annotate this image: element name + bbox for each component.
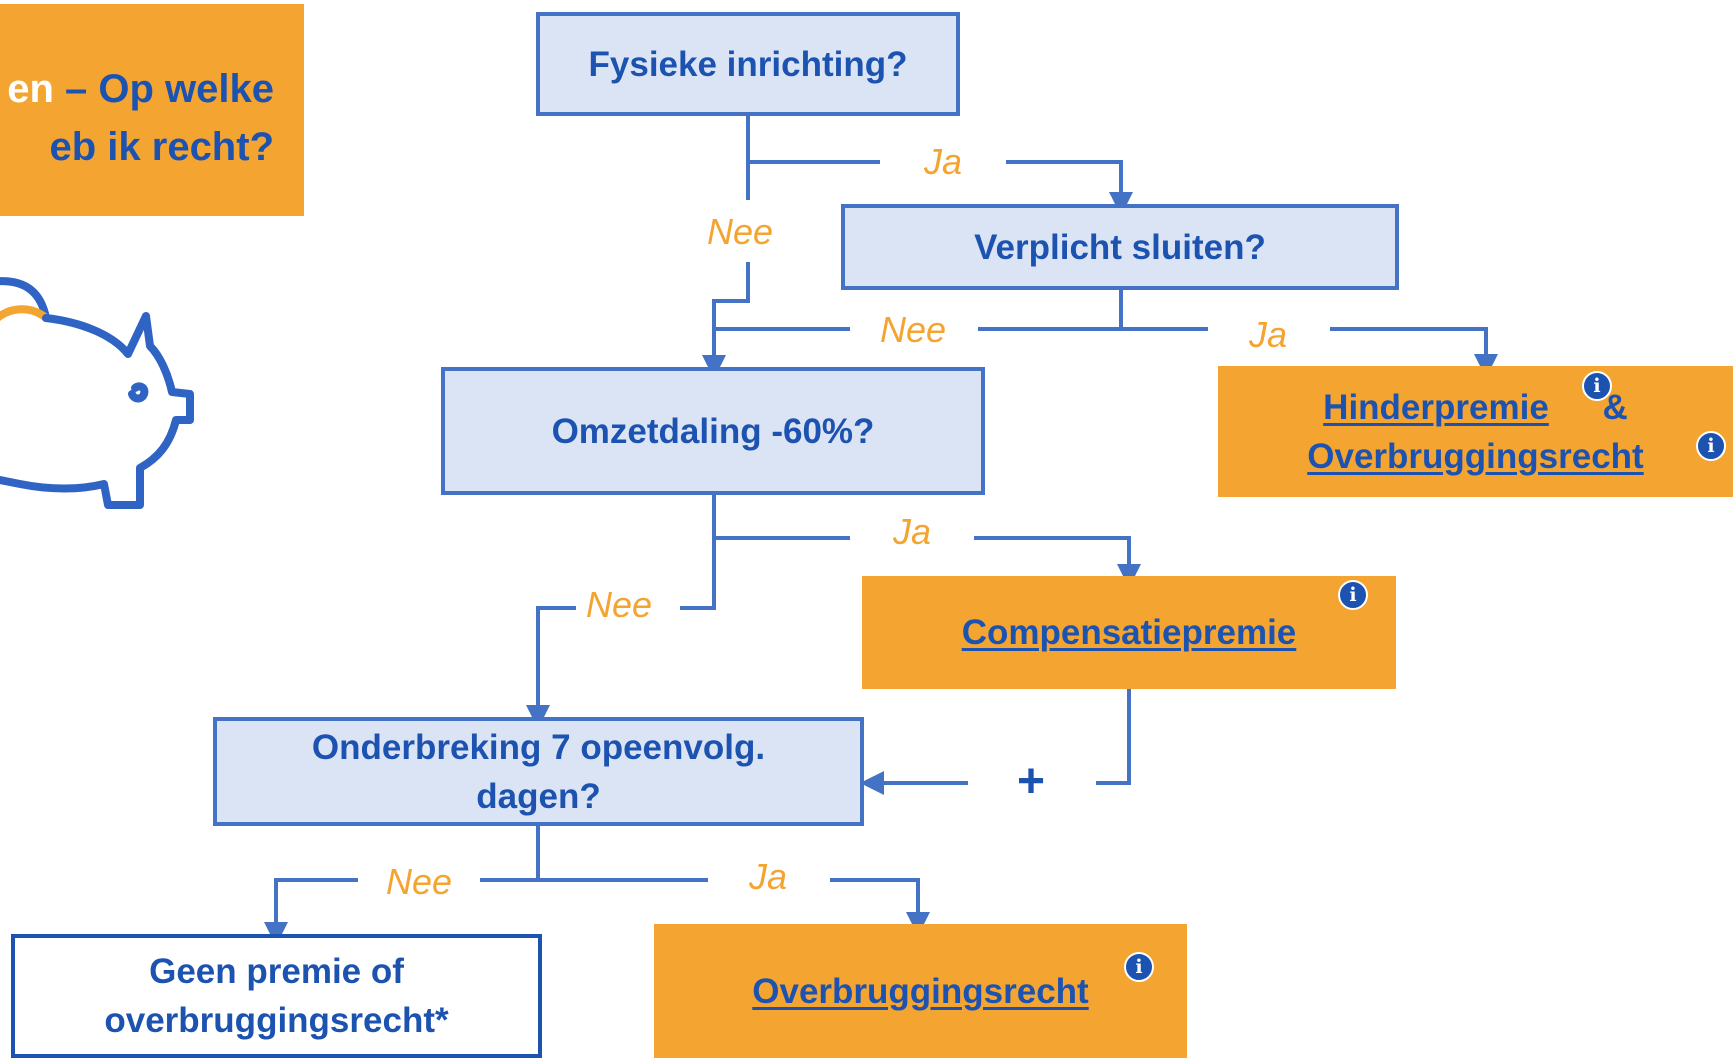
node-hinderpremie: Hinderpremie & Overbruggingsrecht bbox=[1218, 366, 1733, 497]
label-nee-omzet: Nee bbox=[585, 584, 653, 625]
edge-fysieke-nee bbox=[702, 262, 750, 379]
label-nee-fysieke: Nee bbox=[706, 211, 774, 252]
edge-onder-nee-arrow bbox=[264, 878, 358, 946]
node-overbruggingsrecht: Overbruggingsrecht bbox=[654, 924, 1187, 1058]
info-icon[interactable]: i bbox=[1582, 371, 1612, 401]
node-onderbreking-label-2: dagen? bbox=[476, 776, 601, 816]
node-geen-premie: Geen premie of overbruggingsrecht* bbox=[11, 934, 542, 1058]
edge-compensatie-plus bbox=[1096, 689, 1131, 785]
node-compensatiepremie: Compensatiepremie bbox=[862, 576, 1396, 689]
piggy-bank-icon bbox=[0, 277, 194, 509]
edge-omzet-nee bbox=[680, 538, 716, 610]
node-geen-premie-label-2: overbruggingsrecht* bbox=[104, 1001, 449, 1040]
compensatiepremie-link[interactable]: Compensatiepremie bbox=[961, 613, 1297, 652]
label-ja-verplicht: Ja bbox=[1248, 314, 1288, 355]
title-line-1: en – Op welke bbox=[7, 60, 274, 118]
node-geen-premie-label-1: Geen premie of bbox=[149, 952, 404, 991]
node-onderbreking: Onderbreking 7 opeenvolg. dagen? bbox=[213, 717, 864, 826]
edge-verplicht-nee bbox=[978, 290, 1123, 331]
label-nee-onderbreking: Nee bbox=[385, 861, 453, 902]
edge-verplicht-ja-arrow bbox=[1330, 327, 1498, 378]
label-nee-verplicht: Nee bbox=[879, 309, 947, 350]
title-line-2: eb ik recht? bbox=[49, 125, 274, 169]
info-icon[interactable]: i bbox=[1696, 431, 1726, 461]
edge-omzet-ja-arrow bbox=[974, 536, 1141, 588]
edge-omzet-ja bbox=[712, 495, 850, 540]
edge-fysieke-ja bbox=[746, 116, 880, 164]
edge-onder-ja bbox=[536, 826, 708, 882]
node-fysieke-inrichting-label: Fysieke inrichting? bbox=[588, 44, 908, 84]
hinderpremie-link[interactable]: Hinderpremie bbox=[1323, 387, 1549, 427]
overbruggingsrecht-link-2[interactable]: Overbruggingsrecht bbox=[752, 971, 1089, 1011]
label-ja-omzet: Ja bbox=[892, 511, 932, 552]
label-ja-fysieke: Ja bbox=[923, 141, 963, 182]
edge-onder-ja-arrow bbox=[830, 878, 930, 936]
node-fysieke-inrichting: Fysieke inrichting? bbox=[536, 12, 960, 116]
node-verplicht-sluiten: Verplicht sluiten? bbox=[841, 204, 1399, 290]
node-omzetdaling: Omzetdaling -60%? bbox=[441, 367, 985, 495]
label-ja-onderbreking: Ja bbox=[748, 856, 788, 897]
node-onderbreking-label-1: Onderbreking 7 opeenvolg. bbox=[311, 727, 766, 767]
title-box: en – Op welke eb ik recht? bbox=[0, 4, 304, 216]
edge-omzet-nee-arrow bbox=[526, 606, 576, 729]
title-accent: en bbox=[7, 67, 54, 111]
plus-sign: + bbox=[1016, 755, 1046, 808]
info-icon[interactable]: i bbox=[1124, 952, 1154, 982]
overbruggingsrecht-link-1[interactable]: Overbruggingsrecht bbox=[1307, 436, 1644, 476]
info-icon[interactable]: i bbox=[1338, 580, 1368, 610]
node-omzetdaling-label: Omzetdaling -60%? bbox=[551, 411, 875, 451]
title-line-1-rest: – Op welke bbox=[53, 67, 274, 111]
edge-fysieke-ja-arrow bbox=[1006, 160, 1133, 216]
node-verplicht-sluiten-label: Verplicht sluiten? bbox=[974, 227, 1266, 267]
